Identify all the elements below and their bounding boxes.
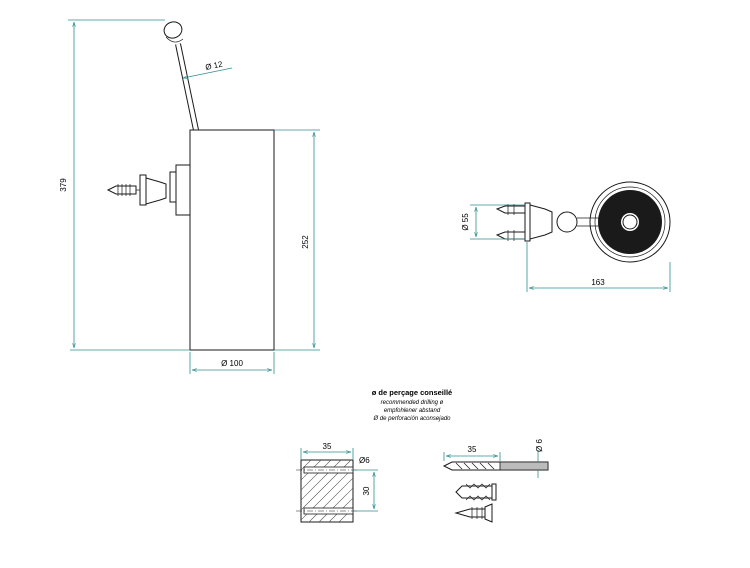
total-height-label: 379 (59, 178, 68, 192)
plate-diameter-label: Ø 55 (461, 213, 470, 231)
drilling-note-de: empfohlener abstand (384, 408, 441, 414)
drilling-note-en: recommended drilling ø (381, 400, 444, 406)
drill-diameter-a-label: Ø6 (359, 456, 370, 465)
top-view: Ø 55 163 (461, 181, 671, 292)
drill-diameter-b-label: Ø 6 (535, 439, 544, 452)
holder-height-label: 252 (301, 235, 310, 249)
drill-depth-a-label: 35 (323, 442, 332, 451)
wall-screw-detail (454, 503, 493, 523)
drilling-note-title: ø de perçage conseillé (372, 388, 452, 397)
drilling-note-es: Ø de perforación aconsejado (372, 416, 451, 422)
drilling-note: ø de perçage conseillé recommended drill… (372, 388, 452, 422)
handle-diameter-label: Ø 12 (205, 59, 224, 72)
wall-section: 35 Ø6 30 (296, 442, 378, 523)
drill-bit: 35 Ø 6 (442, 439, 549, 478)
top-view-screws (495, 204, 526, 241)
brush-bristles (598, 190, 662, 254)
holder-body (189, 129, 275, 351)
spacing-label: 30 (362, 486, 371, 495)
brush-handle (163, 21, 199, 131)
wall-screw (106, 184, 137, 196)
drill-depth-b-label: 35 (468, 445, 477, 454)
side-view: 379 252 Ø 12 Ø 100 (59, 19, 320, 374)
wall-anchor (455, 483, 497, 501)
depth-label: 163 (591, 278, 605, 287)
wall-flange (130, 174, 167, 206)
wall-bracket (175, 164, 191, 216)
body-diameter-label: Ø 100 (221, 359, 243, 368)
